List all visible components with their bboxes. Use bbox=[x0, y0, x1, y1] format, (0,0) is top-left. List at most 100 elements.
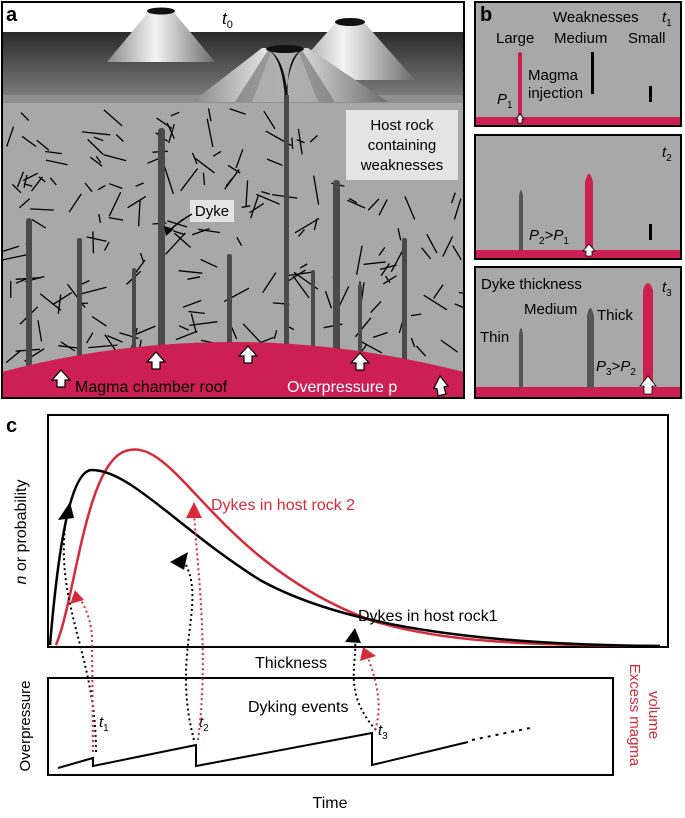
weakness-crack bbox=[165, 232, 186, 255]
weakness-crack bbox=[433, 284, 444, 299]
weakness-crack bbox=[372, 331, 388, 339]
time-t0: t0 bbox=[222, 9, 233, 31]
arrow-up bbox=[50, 369, 72, 388]
weakness-crack bbox=[261, 190, 271, 195]
link-t3-black bbox=[352, 634, 377, 731]
legend-host-rock-2: Dykes in host rock 2 bbox=[211, 497, 355, 514]
weakness-crack bbox=[450, 192, 456, 204]
weakness-crack bbox=[454, 303, 464, 309]
arrowhead bbox=[345, 628, 361, 643]
weakness-crack bbox=[421, 247, 432, 260]
volcano-cone-left bbox=[107, 10, 215, 62]
weakness-crack bbox=[390, 249, 404, 273]
weakness-crack bbox=[52, 292, 73, 306]
weakness-crack bbox=[285, 271, 315, 277]
weakness-crack bbox=[299, 263, 308, 269]
event-t2: t2 bbox=[199, 714, 209, 734]
weakness-crack bbox=[355, 245, 363, 275]
weakness-crack bbox=[256, 193, 280, 205]
crater-center bbox=[266, 45, 304, 53]
pressure-arrow bbox=[639, 375, 657, 395]
overpressure-continuation bbox=[471, 727, 531, 741]
weakness-crack bbox=[378, 199, 388, 216]
weakness-crack bbox=[103, 241, 110, 251]
weakness-small bbox=[649, 224, 652, 240]
dyke-thin bbox=[519, 328, 523, 388]
panel-b1-frame bbox=[474, 1, 682, 127]
weaknesses-label: Weaknesses bbox=[553, 9, 639, 26]
excess-label-2: volume bbox=[645, 691, 662, 739]
panel-b3-frame bbox=[474, 266, 682, 399]
dyke-thick bbox=[643, 283, 653, 388]
weakness-crack bbox=[347, 199, 366, 209]
medium-thickness-label: Medium bbox=[524, 301, 577, 318]
weakness-crack bbox=[241, 205, 251, 209]
weakness-crack bbox=[224, 169, 240, 190]
weakness-crack bbox=[292, 275, 310, 299]
large-label: Large bbox=[496, 30, 534, 47]
injection-label: injection bbox=[528, 85, 583, 102]
weakness-crack bbox=[198, 228, 220, 234]
host-rock-label-2: containing bbox=[368, 137, 436, 154]
weakness-crack bbox=[88, 344, 118, 349]
panel-b1-bg bbox=[475, 2, 681, 126]
weakness-crack bbox=[16, 171, 25, 188]
weakness-crack bbox=[127, 195, 147, 209]
weakness-crack bbox=[133, 325, 156, 336]
arrow-up bbox=[237, 345, 259, 364]
weakness-crack bbox=[182, 299, 202, 308]
thickness-label-box bbox=[254, 650, 360, 672]
dyke bbox=[26, 218, 32, 378]
thin-label: Thin bbox=[480, 329, 509, 346]
weakness-crack bbox=[235, 149, 244, 169]
weakness-crack bbox=[263, 110, 276, 130]
weakness-crack bbox=[191, 227, 210, 236]
weakness-crack bbox=[139, 252, 145, 262]
weakness-crack bbox=[57, 294, 62, 314]
weakness-crack bbox=[38, 176, 46, 183]
injected-weakness-large bbox=[518, 52, 522, 118]
excess-label-1: Excess magma bbox=[626, 664, 643, 767]
overpressure-label: Overpressure p bbox=[287, 379, 397, 396]
weakness-crack bbox=[103, 154, 127, 162]
weakness-crack bbox=[453, 198, 462, 220]
magma-label: Magma bbox=[528, 67, 579, 84]
arrowhead bbox=[58, 502, 74, 520]
magma-layer bbox=[475, 250, 681, 259]
panel-b2-bg bbox=[475, 135, 681, 259]
weakness-crack bbox=[410, 337, 416, 348]
dyke bbox=[402, 238, 407, 373]
weakness-crack bbox=[426, 233, 438, 254]
weakness-crack bbox=[135, 182, 144, 187]
weakness-crack bbox=[49, 177, 57, 186]
weakness-crack bbox=[103, 109, 123, 127]
weakness-crack bbox=[68, 193, 82, 213]
weakness-crack bbox=[379, 264, 397, 271]
weakness-crack bbox=[367, 198, 380, 211]
pressure-arrows bbox=[50, 345, 450, 397]
dyke-label: Dyke bbox=[195, 203, 229, 220]
chamber-label: Magma chamber roof bbox=[75, 379, 228, 396]
weakness-crack bbox=[21, 135, 37, 148]
weakness-crack bbox=[207, 108, 212, 122]
link-t2-red bbox=[193, 509, 204, 741]
panel-b1 bbox=[475, 2, 681, 126]
weakness-crack bbox=[442, 236, 454, 257]
dyke-pointer-head bbox=[164, 226, 174, 236]
time-t3: t3 bbox=[662, 279, 672, 299]
dyke-feeder bbox=[284, 95, 289, 363]
weakness-small bbox=[649, 86, 652, 102]
weakness-crack bbox=[294, 217, 320, 234]
weakness-crack bbox=[180, 168, 199, 192]
y-axis-label: n or probability bbox=[13, 480, 30, 585]
arrowhead bbox=[186, 502, 202, 518]
weakness-crack bbox=[108, 216, 124, 221]
pressure-p2-gt-p1: P2>P1 bbox=[529, 227, 569, 247]
weakness-crack bbox=[187, 276, 201, 280]
magma-layer bbox=[475, 387, 681, 398]
weakness-crack bbox=[189, 321, 218, 327]
thickness-label: Thickness bbox=[255, 655, 327, 672]
link-t2-black bbox=[181, 557, 195, 741]
host-rock-label-3: weaknesses bbox=[360, 157, 444, 174]
dyke bbox=[77, 238, 82, 373]
